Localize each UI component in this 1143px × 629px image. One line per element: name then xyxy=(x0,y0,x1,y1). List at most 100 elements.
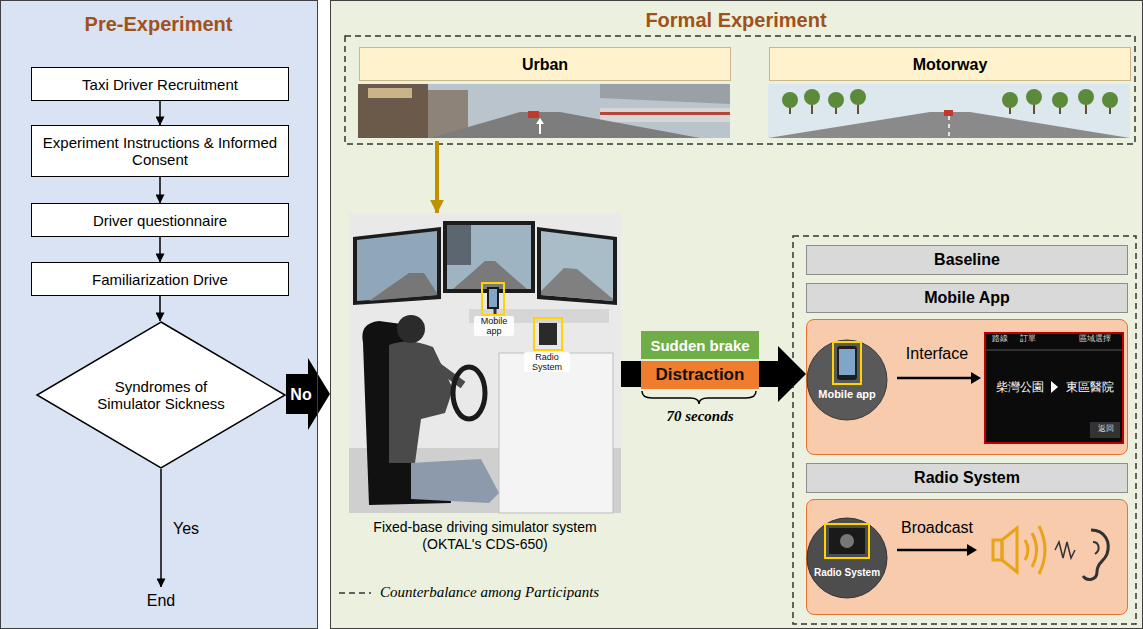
screen-building xyxy=(447,225,471,265)
monitor xyxy=(537,227,617,305)
cabinet xyxy=(499,353,613,513)
process-box: Taxi Driver Recruitment xyxy=(31,67,289,101)
node-text: Experiment Instructions & Informed Conse… xyxy=(40,134,280,168)
screen-tab: 區域選擇 xyxy=(1072,334,1118,344)
scene-sign xyxy=(368,88,412,98)
scene-tree-trunk xyxy=(1033,104,1035,114)
highlight-box xyxy=(482,283,504,315)
callout-label: Radio System xyxy=(524,352,570,372)
decision-diamond-outline xyxy=(37,322,285,468)
phone xyxy=(487,287,499,309)
sound-wave xyxy=(1025,540,1028,560)
edge-label: No xyxy=(281,385,321,404)
duration-label: 70 seconds xyxy=(640,407,760,425)
scene-road-mark xyxy=(536,118,544,134)
condition-panel: Radio System Broadcast xyxy=(806,499,1128,615)
node-text: Taxi Driver Recruitment xyxy=(82,76,238,93)
scene-tree-trunk xyxy=(857,104,859,114)
scene-wall xyxy=(600,108,730,122)
illustration xyxy=(349,213,621,513)
node-text: Baseline xyxy=(934,251,1000,269)
edge-label: Yes xyxy=(169,519,203,538)
arrow-head xyxy=(967,544,977,556)
flow-arrow xyxy=(160,469,162,587)
route-arrow xyxy=(1051,381,1058,393)
legend-sample xyxy=(338,586,372,600)
scene-sky xyxy=(768,84,1130,138)
radio-dial xyxy=(840,534,854,548)
screen-road xyxy=(453,261,527,289)
condition-header: Mobile App xyxy=(806,283,1128,313)
node-text: 東區醫院 xyxy=(1060,380,1120,394)
arrow-line xyxy=(897,377,972,380)
condition-header: Baseline xyxy=(806,245,1128,275)
node-text: Radio System xyxy=(807,566,887,579)
scene-car xyxy=(944,110,953,116)
node-text: Mobile App xyxy=(924,289,1010,307)
node-text: Formal Experiment xyxy=(331,9,1141,32)
node-text: End xyxy=(147,592,175,610)
node-text: Sudden brake xyxy=(650,337,749,354)
node-text: 柴灣公園 xyxy=(990,380,1050,394)
driver-legs xyxy=(411,459,499,503)
phone-screen xyxy=(489,289,497,307)
node-text: Mobile app xyxy=(812,388,882,401)
counterbalance-box xyxy=(345,36,1135,144)
event-box: Sudden brake xyxy=(641,331,759,359)
monitor-screen xyxy=(357,231,437,301)
scene-tree xyxy=(804,89,820,105)
scene-tree xyxy=(1026,89,1042,105)
arrow-line xyxy=(897,549,968,552)
signal-wave xyxy=(1055,542,1075,558)
node-text: Radio System xyxy=(914,469,1020,487)
flow-arrow xyxy=(159,237,161,262)
scene-tree xyxy=(782,92,798,108)
node-text: Syndromes of Simulator Sickness xyxy=(91,378,231,412)
monitor-screen xyxy=(447,225,531,289)
scene-tree xyxy=(1002,92,1018,108)
flow-arrow xyxy=(159,101,161,125)
scenario-block: Motorway xyxy=(769,47,1131,141)
illustration xyxy=(807,500,1126,613)
duration-brace xyxy=(642,391,756,404)
scene-tree-trunk xyxy=(1085,104,1087,114)
photo-circle xyxy=(807,518,887,598)
event-box: Distraction xyxy=(641,361,759,389)
scene-building xyxy=(358,84,428,138)
sound-wave xyxy=(1032,533,1037,567)
screen-road xyxy=(541,268,613,301)
simulator-photo: Fixed-base driving simulator system (OKT… xyxy=(349,213,621,565)
speaker-icon xyxy=(1002,528,1017,572)
phase-panel: Urban MotorwayFixed-base driving simulato… xyxy=(330,0,1143,629)
flow-arrow xyxy=(159,296,161,321)
panel-fill xyxy=(330,0,1143,629)
phase-panel: Taxi Driver RecruitmentExperiment Instru… xyxy=(0,0,318,629)
monitor-screen xyxy=(541,231,613,301)
legend: Counterbalance among Participants xyxy=(338,584,599,601)
condition-header: Radio System xyxy=(806,463,1128,493)
driver-body xyxy=(389,341,453,463)
photo-ground xyxy=(349,213,621,513)
node-text: Distraction xyxy=(656,365,745,385)
node-text: Broadcast xyxy=(891,518,983,537)
counterbalance-box xyxy=(793,236,1136,624)
scene-tree xyxy=(828,92,844,108)
process-box: Familiarization Drive xyxy=(31,262,289,296)
flow-arrow xyxy=(435,141,439,213)
driver-head xyxy=(397,315,425,343)
phone xyxy=(837,346,857,380)
scene-road xyxy=(430,112,700,138)
scene-car xyxy=(528,111,539,118)
end-terminal: End xyxy=(126,587,196,615)
monitor xyxy=(353,227,441,305)
scene-tree xyxy=(850,89,866,105)
scene-tree xyxy=(1052,92,1068,108)
process-box: Experiment Instructions & Informed Conse… xyxy=(31,125,289,177)
scenario-block: Urban xyxy=(359,47,731,141)
highlight-box xyxy=(825,524,869,558)
callout-label: Mobile app xyxy=(474,316,514,336)
node-text: Interface xyxy=(893,344,981,363)
ear-icon xyxy=(1083,530,1108,579)
highlight-box xyxy=(534,318,562,350)
